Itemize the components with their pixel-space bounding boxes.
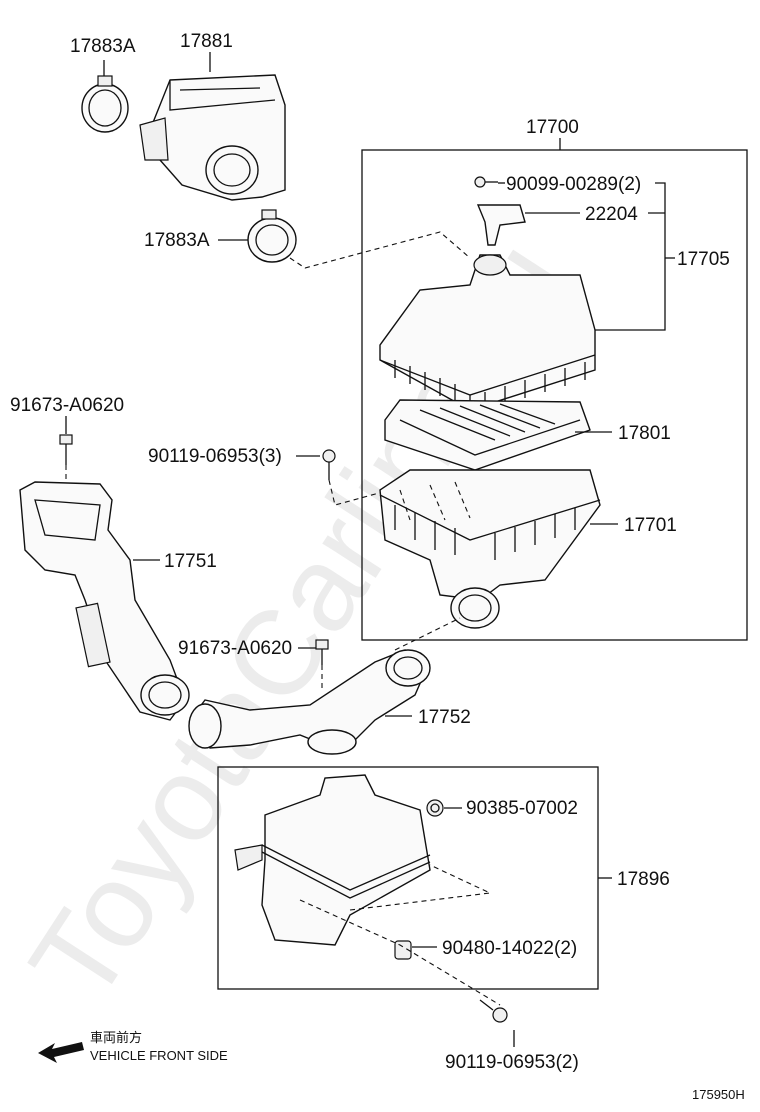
direction-label-en: VEHICLE FRONT SIDE xyxy=(90,1048,228,1063)
air-cleaner-cap-17705[interactable] xyxy=(379,254,596,412)
cushion-90480[interactable] xyxy=(394,940,412,960)
label-90099[interactable]: 90099-00289(2) xyxy=(506,174,641,195)
label-91673-mid[interactable]: 91673-A0620 xyxy=(178,638,292,659)
bolt-91673-mid[interactable] xyxy=(315,639,329,665)
label-17700[interactable]: 17700 xyxy=(526,117,579,138)
screw-90099[interactable] xyxy=(474,176,498,188)
direction-label-jp: 車両前方 xyxy=(90,1030,142,1045)
bolt-91673-top[interactable] xyxy=(59,434,73,465)
vehicle-front-arrow-icon xyxy=(38,1042,84,1063)
label-90119-bot[interactable]: 90119-06953(2) xyxy=(445,1052,579,1073)
label-17883a-mid[interactable]: 17883A xyxy=(144,230,210,251)
label-17701[interactable]: 17701 xyxy=(624,515,677,536)
air-cleaner-case-17701[interactable] xyxy=(379,469,601,629)
clamp-17883a-top[interactable] xyxy=(81,75,129,133)
label-17751[interactable]: 17751 xyxy=(164,551,217,572)
resonator-17896[interactable] xyxy=(234,774,431,946)
label-17801[interactable]: 17801 xyxy=(618,423,671,444)
label-91673-top[interactable]: 91673-A0620 xyxy=(10,395,124,416)
label-17883a-top[interactable]: 17883A xyxy=(70,36,136,57)
bolt-90119-3[interactable] xyxy=(322,449,336,480)
assembly-box-17700 xyxy=(361,149,748,641)
clamp-17883a-mid[interactable] xyxy=(247,209,297,263)
air-flow-sensor-22204[interactable] xyxy=(476,204,526,246)
label-22204[interactable]: 22204 xyxy=(585,204,638,225)
label-17752[interactable]: 17752 xyxy=(418,707,471,728)
label-17705[interactable]: 17705 xyxy=(677,249,730,270)
bolt-90119-2[interactable] xyxy=(479,999,508,1023)
diagram-id: 175950H xyxy=(692,1087,745,1102)
label-17881[interactable]: 17881 xyxy=(180,31,233,52)
air-filter-element-17801[interactable] xyxy=(384,399,591,471)
grommet-90385[interactable] xyxy=(426,799,444,817)
intake-hose-17752[interactable] xyxy=(188,649,431,755)
label-90480[interactable]: 90480-14022(2) xyxy=(442,938,577,959)
label-17896[interactable]: 17896 xyxy=(617,869,670,890)
label-90119-mid[interactable]: 90119-06953(3) xyxy=(148,446,282,467)
label-90385[interactable]: 90385-07002 xyxy=(466,798,578,819)
air-intake-17881[interactable] xyxy=(139,74,286,201)
intake-duct-17751[interactable] xyxy=(19,481,190,721)
